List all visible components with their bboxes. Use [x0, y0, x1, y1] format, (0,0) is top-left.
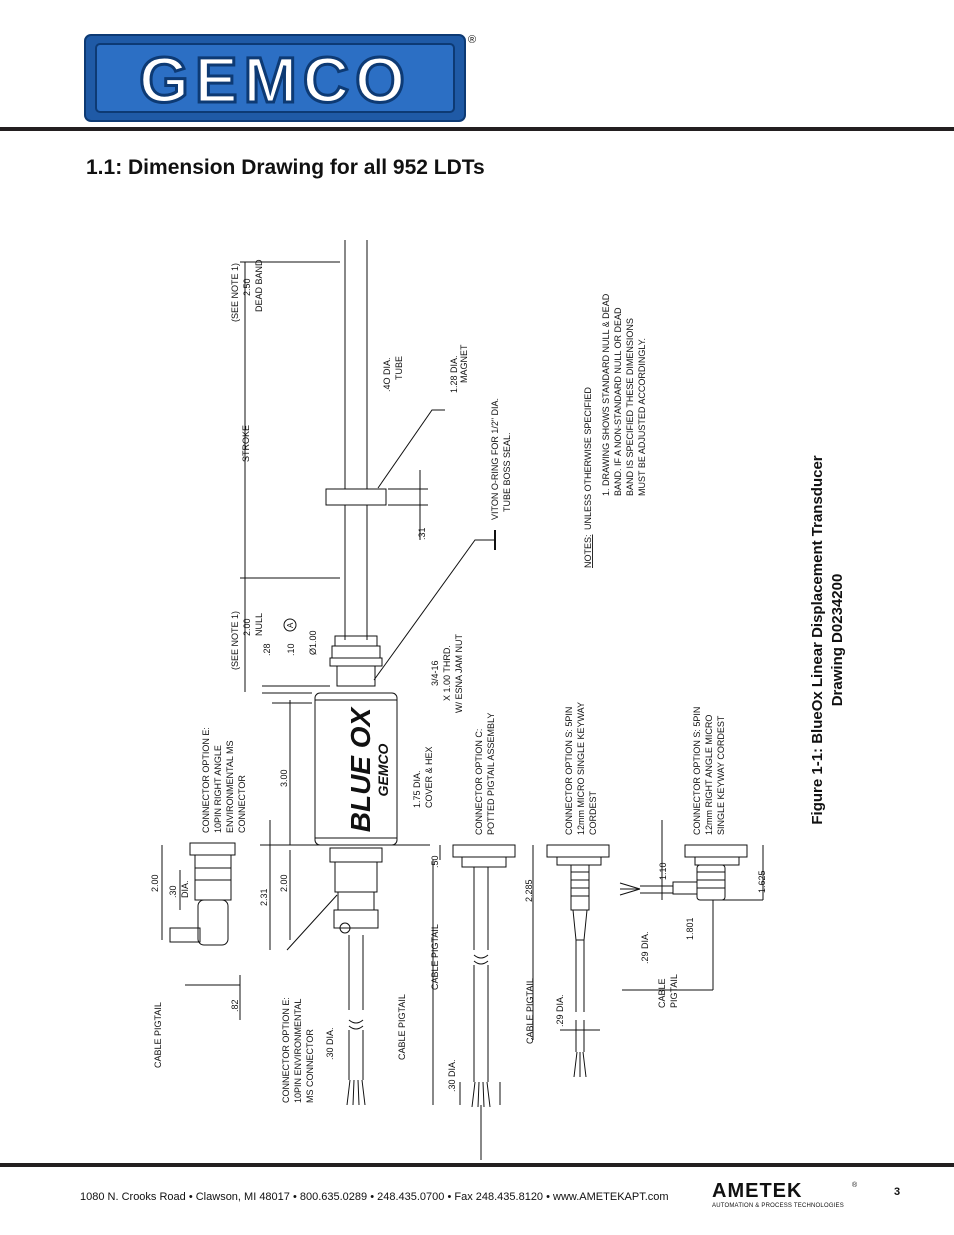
cover-dia: 1.75 DIA. [412, 770, 422, 808]
conn-s1-line2: 12mm MICRO SINGLE KEYWAY [576, 702, 586, 835]
conn-c-line1: CONNECTOR OPTION C: [474, 729, 484, 835]
dim-10: .10 [286, 643, 296, 656]
dim-50: .50 [430, 855, 440, 868]
cable-pigtail-mid: CABLE PIGTAIL [397, 994, 407, 1060]
ametek-tagline: AUTOMATION & PROCESS TECHNOLOGIES [712, 1203, 844, 1209]
thread-line2: X 1.00 THRD. [442, 645, 452, 701]
see-note-top: (SEE NOTE 1) [230, 263, 240, 322]
tube-dia: .4O DIA. [382, 357, 392, 392]
cover-label: COVER & HEX [424, 746, 434, 808]
section-title: 1.1: Dimension Drawing for all 952 LDTs [86, 156, 485, 179]
magnet-label: MAGNET [459, 344, 469, 383]
note1-line4: MUST BE ADJUSTED ACCORDINGLY. [637, 338, 647, 496]
dim-200b: 2.00 [279, 874, 289, 892]
cable-pigtail-left: CABLE PIGTAIL [153, 1002, 163, 1068]
dim-1625: 1.625 [757, 870, 767, 893]
note1-line3: BAND IS SPECIFIED THESE DIMENSIONS [625, 318, 635, 496]
conn-s2-line1: CONNECTOR OPTION S: 5PIN [692, 707, 702, 835]
see-note-null: (SEE NOTE 1) [230, 611, 240, 670]
top-rule [0, 127, 954, 131]
null-label: NULL [254, 613, 264, 636]
cable-pigtail-c: CABLE PIGTAIL [430, 924, 440, 990]
oring-line2: TUBE BOSS SEAL. [502, 432, 512, 512]
dim-31: .31 [417, 527, 427, 540]
conn-s2-line3: SINGLE KEYWAY CORDEST [716, 715, 726, 835]
dim-231: 2.31 [259, 888, 269, 906]
ametek-logo: AMETEK [712, 1180, 803, 1202]
notes-head: NOTES: [583, 534, 593, 568]
conn-s1-line3: CORDEST [588, 790, 598, 835]
conn-e-top-line4: CONNECTOR [237, 775, 247, 833]
oring-line1: VITON O-RING FOR 1/2" DIA. [490, 398, 500, 520]
conn-s2-line2: 12mm RIGHT ANGLE MICRO [704, 715, 714, 835]
housing-logo: GEMCO [375, 743, 391, 796]
conn-e-bot-line2: 10PIN ENVIRONMENTAL [293, 999, 303, 1103]
dim-29dia-a: .29 DIA. [555, 994, 565, 1027]
conn-e-top-line2: 10PIN RIGHT ANGLE [213, 745, 223, 833]
thread-line3: W/ ESNA JAM NUT [454, 633, 464, 713]
bottom-rule [0, 1163, 954, 1167]
conn-e-bot-line1: CONNECTOR OPTION E: [281, 997, 291, 1103]
dim-1801: 1.801 [685, 917, 695, 940]
dim-200a: 2.00 [150, 874, 160, 892]
dim-dia-word: DIA. [180, 880, 190, 898]
dead-band-value: 2.50 [242, 278, 252, 296]
note1-line2: BAND. IF A NON-STANDARD NULL OR DEAD [613, 307, 623, 496]
dim-28: .28 [262, 643, 272, 656]
dia-100: Ø1.00 [308, 630, 318, 655]
dim-29dia-b: .29 DIA. [640, 931, 650, 964]
dim-110: 1.10 [658, 862, 668, 880]
note1-line1: 1. DRAWING SHOWS STANDARD NULL & DEAD [601, 293, 611, 496]
dim-82: .82 [230, 999, 240, 1012]
conn-e-top-line1: CONNECTOR OPTION E: [201, 727, 211, 833]
cable-word: CABLE [657, 978, 667, 1008]
circle-a: A [286, 622, 295, 628]
cable-pigtail-s1: CABLE PIGTAIL [525, 978, 535, 1044]
page-number: 3 [894, 1186, 901, 1198]
tube-label: TUBE [394, 356, 404, 380]
thread-line1: 3/4-16 [430, 660, 440, 686]
null-value: 2.00 [242, 618, 252, 636]
conn-e-bot-line3: MS CONNECTOR [305, 1029, 315, 1103]
conn-c-line2: POTTED PIGTAIL ASSEMBLY [486, 713, 496, 835]
magnet-dia: 1.28 DIA. [449, 355, 459, 393]
ametek-registered-mark: ® [852, 1182, 858, 1189]
dim-30dia-b: .30 DIA. [325, 1027, 335, 1060]
conn-s1-line1: CONNECTOR OPTION S: 5PIN [564, 707, 574, 835]
housing-brand: BLUE OX [345, 705, 376, 832]
stroke-label: STROKE [241, 425, 251, 462]
dim-30dia-c: .30 DIA. [447, 1059, 457, 1092]
figure-caption-line2: Drawing D0234200 [829, 574, 846, 707]
dead-band-label: DEAD BAND [254, 259, 264, 312]
dim-2285: 2.285 [524, 879, 534, 902]
pigtail-word: PIGTAIL [669, 974, 679, 1008]
registered-mark: ® [468, 34, 477, 46]
conn-e-top-line3: ENVIRONMENTAL MS [225, 740, 235, 833]
logo-text: GEMCO [139, 44, 411, 116]
dim-300: 3.00 [279, 769, 289, 787]
gemco-logo: GEMCO [84, 34, 466, 122]
footer-address: 1080 N. Crooks Road • Clawson, MI 48017 … [80, 1191, 669, 1203]
dim-30dia-a: .30 [168, 885, 178, 898]
notes-unless: UNLESS OTHERWISE SPECIFIED [583, 387, 593, 530]
figure-caption-line1: Figure 1-1: BlueOx Linear Displacement T… [809, 455, 826, 824]
